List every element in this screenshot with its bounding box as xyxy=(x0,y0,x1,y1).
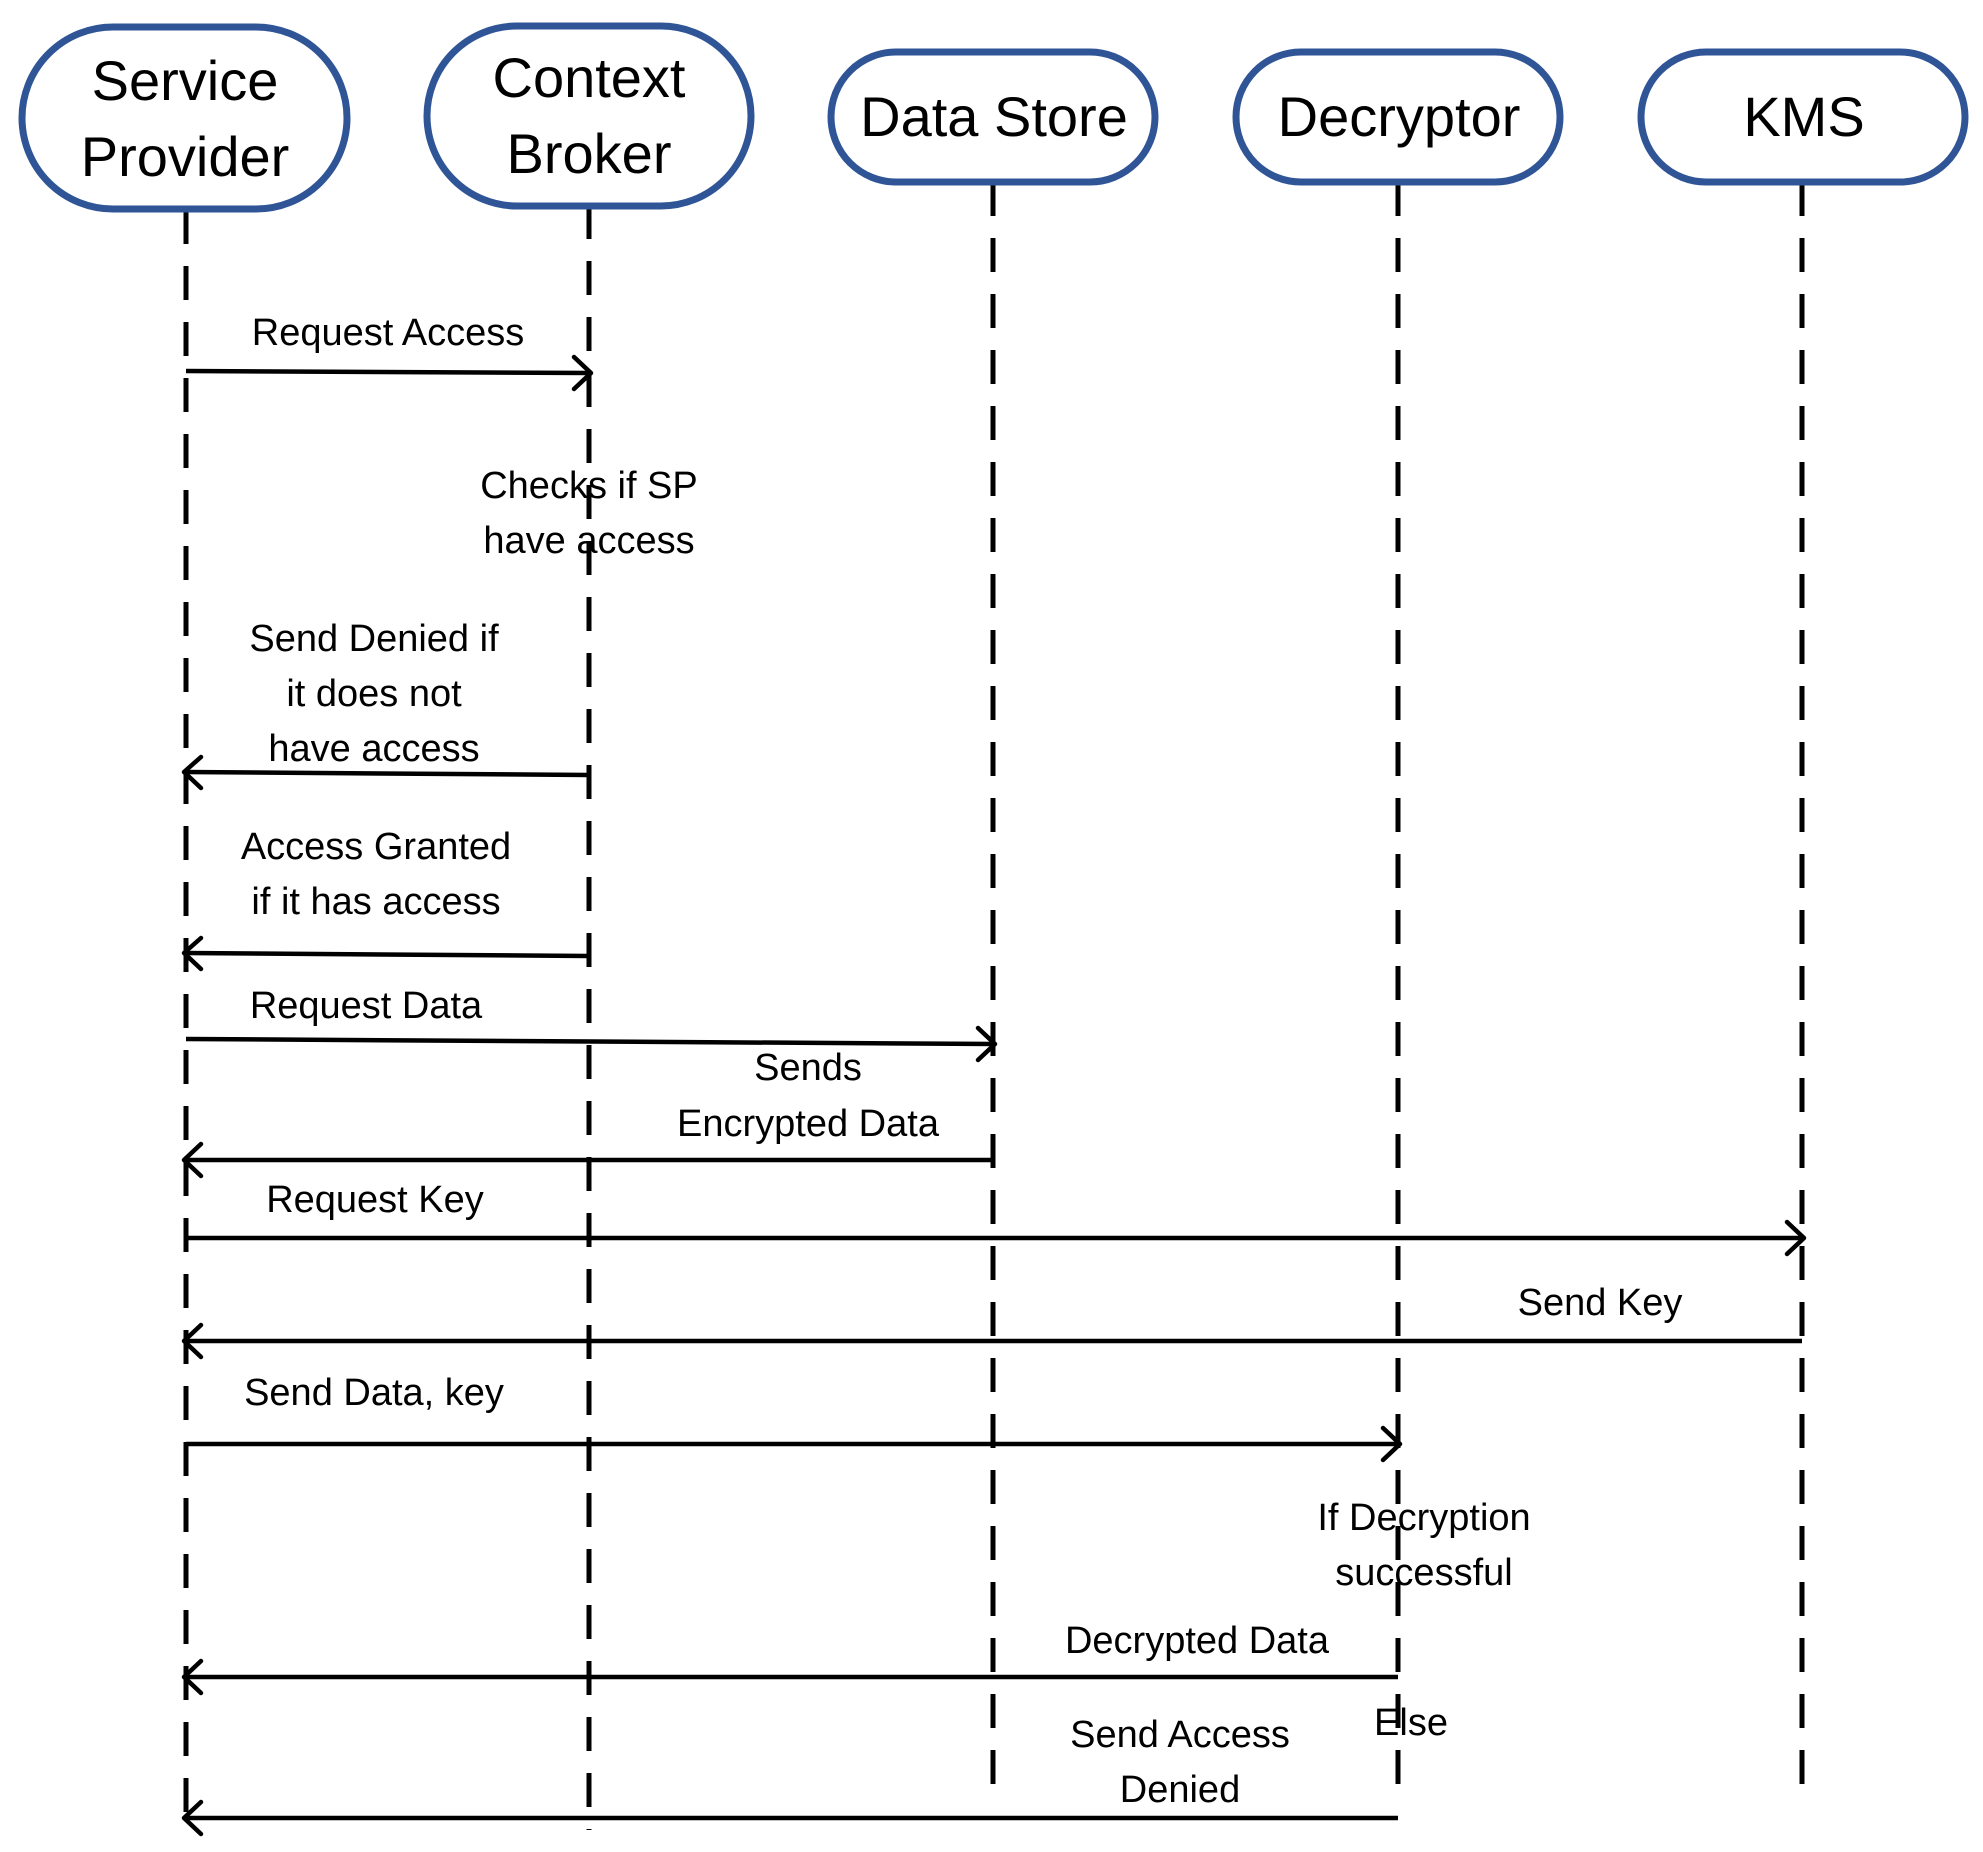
actor-context-broker-line-2: Broker xyxy=(507,122,672,185)
note-checks-access-line-2: have access xyxy=(483,520,694,562)
actor-decryptor-label: Decryptor xyxy=(1278,85,1521,148)
arrow-head-right-icon xyxy=(1784,1219,1807,1257)
message-send-access-denied-line-2: Denied xyxy=(1120,1769,1240,1811)
note-checks-access: Checks if SP have access xyxy=(480,465,698,562)
actor-context-broker: Context Broker xyxy=(423,22,755,210)
note-else: Else xyxy=(1374,1702,1448,1744)
message-sends-encrypted-data: Sends Encrypted Data xyxy=(181,1047,993,1179)
message-send-denied-line-1: Send Denied if xyxy=(249,618,499,660)
note-if-decryption-line-2: successful xyxy=(1335,1552,1512,1594)
arrow-head-left-icon xyxy=(181,1658,204,1696)
message-request-access-label: Request Access xyxy=(252,312,524,354)
message-send-data-key: Send Data, key xyxy=(186,1372,1403,1463)
actor-kms: KMS xyxy=(1637,48,1969,186)
message-request-key: Request Key xyxy=(186,1179,1807,1257)
message-request-data: Request Data xyxy=(185,985,998,1063)
arrow-head-left-icon xyxy=(181,1322,204,1360)
note-else-label: Else xyxy=(1374,1702,1448,1744)
actor-service-provider-line-2: Provider xyxy=(81,125,290,188)
actor-data-store-label: Data Store xyxy=(860,85,1128,148)
message-send-access-denied: Send Access Denied xyxy=(181,1714,1398,1837)
actor-service-provider-line-1: Service xyxy=(92,49,279,112)
actor-kms-label: KMS xyxy=(1743,85,1864,148)
message-access-granted: Access Granted if it has access xyxy=(181,826,590,972)
arrow-head-right-icon xyxy=(975,1025,998,1063)
message-send-access-denied-line-1: Send Access xyxy=(1070,1714,1290,1756)
message-request-data-label: Request Data xyxy=(250,985,483,1027)
note-if-decryption: If Decryption successful xyxy=(1317,1497,1530,1594)
actor-service-provider: Service Provider xyxy=(18,23,351,213)
message-sends-encrypted-line-1: Sends xyxy=(754,1047,862,1089)
message-send-denied: Send Denied if it does not have access xyxy=(181,618,590,791)
arrow-head-left-icon xyxy=(181,1141,204,1179)
arrow-head-right-icon xyxy=(1380,1425,1403,1463)
message-send-denied-line-2: it does not xyxy=(286,673,462,715)
note-checks-access-line-1: Checks if SP xyxy=(480,465,698,507)
message-access-granted-line-1: Access Granted xyxy=(241,826,511,868)
arrow-head-left-icon xyxy=(181,935,204,972)
message-send-denied-line-3: have access xyxy=(268,728,479,770)
arrow-head-left-icon xyxy=(181,1799,204,1837)
actor-decryptor: Decryptor xyxy=(1232,48,1564,186)
arrow-head-left-icon xyxy=(181,754,204,791)
message-request-key-label: Request Key xyxy=(266,1179,484,1221)
message-decrypted-data: Decrypted Data xyxy=(181,1620,1398,1696)
actor-context-broker-line-1: Context xyxy=(493,46,686,109)
actor-data-store: Data Store xyxy=(827,48,1159,186)
message-send-key-label: Send Key xyxy=(1518,1282,1683,1324)
message-access-granted-line-2: if it has access xyxy=(251,881,500,923)
message-send-key: Send Key xyxy=(181,1282,1802,1360)
message-sends-encrypted-line-2: Encrypted Data xyxy=(677,1103,940,1145)
arrow-head-right-icon xyxy=(571,354,594,392)
message-decrypted-data-label: Decrypted Data xyxy=(1065,1620,1330,1662)
note-if-decryption-line-1: If Decryption xyxy=(1317,1497,1530,1539)
message-send-data-key-label: Send Data, key xyxy=(244,1372,504,1414)
message-request-access: Request Access xyxy=(185,312,594,392)
